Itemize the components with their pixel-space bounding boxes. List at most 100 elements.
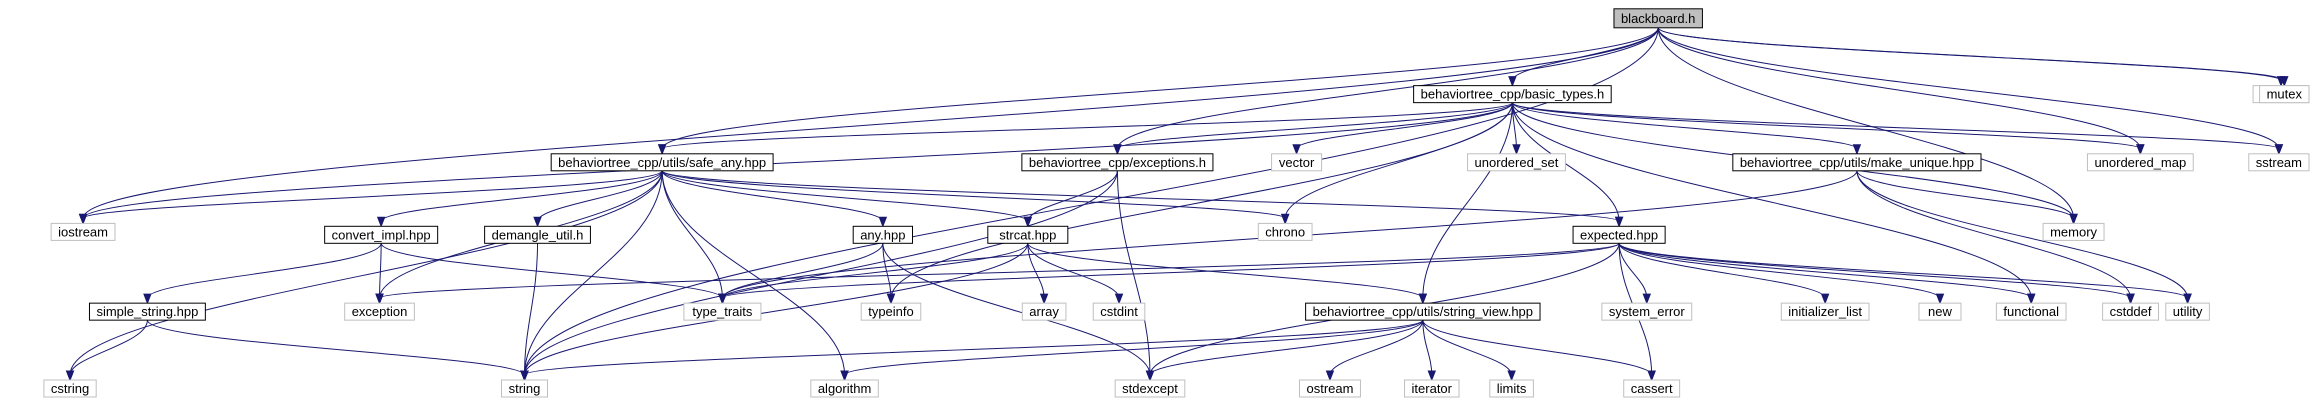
node-basic-types[interactable]: behaviortree_cpp/basic_types.h — [1413, 85, 1612, 104]
node-functional: functional — [1995, 302, 2067, 321]
edge-string_view-to-iterator — [1422, 320, 1437, 382]
node-label: behaviortree_cpp/utils/string_view.hpp — [1313, 304, 1533, 319]
node-label: expected.hpp — [1580, 227, 1658, 242]
edge-safe_any-to-expected — [661, 170, 1624, 228]
edge-safe_any-to-any — [661, 170, 888, 228]
node-label: blackboard.h — [1621, 11, 1695, 26]
node-label: limits — [1497, 381, 1527, 396]
node-memory: memory — [2042, 222, 2105, 241]
node-simple-string[interactable]: simple_string.hpp — [88, 302, 206, 321]
node-label: behaviortree_cpp/basic_types.h — [1421, 87, 1605, 102]
edge-expected-to-utility — [1618, 242, 2192, 305]
edge-basic_types-to-safe_any — [657, 102, 1513, 156]
node-system-error: system_error — [1601, 302, 1693, 321]
edge-safe_any-to-type_traits — [661, 170, 727, 305]
node-label: string — [509, 381, 541, 396]
node-exception: exception — [344, 302, 415, 321]
edge-blackboard-to-mutex — [1657, 27, 2289, 88]
edge-exceptions-to-strcat — [1023, 170, 1118, 228]
edge-basic_types-to-make_unique — [1511, 102, 1862, 156]
node-cstdint: cstdint — [1092, 302, 1146, 321]
node-label: new — [1928, 304, 1952, 319]
node-blackboard[interactable]: blackboard.h — [1613, 8, 1703, 29]
node-label: array — [1029, 304, 1059, 319]
node-ostream: ostream — [1298, 379, 1361, 398]
node-label: utility — [2173, 304, 2203, 319]
edge-simple_string-to-string — [146, 319, 529, 382]
node-vector: vector — [1271, 153, 1323, 172]
node-expected[interactable]: expected.hpp — [1572, 225, 1666, 244]
edge-convert_impl-to-type_traits — [380, 243, 727, 305]
edge-string_view-to-algorithm — [840, 319, 1424, 382]
node-demangle-util[interactable]: demangle_util.h — [484, 225, 591, 244]
node-utility: utility — [2165, 302, 2210, 321]
node-label: system_error — [1609, 304, 1686, 319]
node-label: cstring — [51, 381, 89, 396]
node-array: array — [1021, 302, 1067, 321]
edge-safe_any-to-string — [520, 170, 663, 382]
node-algorithm: algorithm — [810, 379, 879, 398]
node-unordered-set: unordered_set — [1467, 153, 1566, 172]
edge-basic_types-to-unordered_map — [1511, 102, 2145, 156]
node-label: initializer_list — [1788, 304, 1862, 319]
edge-safe_any-to-iostream — [78, 170, 663, 225]
edge-string_view-to-ostream — [1325, 320, 1424, 382]
node-convert-impl[interactable]: convert_impl.hpp — [324, 225, 439, 244]
node-label: chrono — [1265, 224, 1305, 239]
node-new: new — [1918, 302, 1962, 321]
node-cstddef: cstddef — [2102, 302, 2160, 321]
node-label: strcat.hpp — [999, 227, 1056, 242]
edge-strcat-to-string_view — [1027, 242, 1428, 305]
edge-safe_any-to-convert_impl — [376, 170, 663, 228]
node-label: iostream — [58, 224, 108, 239]
node-make-unique[interactable]: behaviortree_cpp/utils/make_unique.hpp — [1732, 153, 1982, 172]
node-label: cstdint — [1100, 304, 1138, 319]
edge-convert_impl-to-simple_string — [143, 243, 382, 305]
edge-expected-to-initializer_list — [1618, 243, 1830, 305]
node-cassert: cassert — [1623, 379, 1681, 398]
node-label: sstream — [2256, 155, 2302, 170]
node-typeinfo: typeinfo — [860, 302, 922, 321]
node-label: type_traits — [692, 304, 752, 319]
edge-basic_types-to-exceptions — [1113, 102, 1513, 156]
node-label: memory — [2050, 224, 2097, 239]
edge-blackboard-to-stdint — [1657, 27, 2286, 88]
node-string-view[interactable]: behaviortree_cpp/utils/string_view.hpp — [1305, 302, 1541, 321]
node-type-traits: type_traits — [683, 302, 762, 321]
node-exceptions[interactable]: behaviortree_cpp/exceptions.h — [1021, 153, 1214, 172]
edge-blackboard-to-string — [520, 27, 1659, 382]
node-any[interactable]: any.hpp — [852, 225, 913, 244]
node-label: iterator — [1412, 381, 1453, 396]
node-iostream: iostream — [50, 222, 116, 241]
node-mutex: mutex — [2259, 85, 2310, 104]
edge-safe_any-to-chrono — [661, 170, 1290, 225]
node-label: stdexcept — [1122, 381, 1178, 396]
edge-strcat-to-array — [1027, 243, 1049, 305]
edge-basic_types-to-functional — [1511, 102, 2036, 305]
node-cstring: cstring — [43, 379, 97, 398]
edge-expected-to-exception — [375, 242, 1620, 305]
node-label: mutex — [2267, 87, 2303, 102]
edge-make_unique-to-memory — [1856, 170, 2078, 225]
node-label: functional — [2003, 304, 2059, 319]
edge-string_view-to-cassert — [1422, 319, 1656, 382]
node-unordered-map: unordered_map — [2086, 153, 2194, 172]
node-sstream: sstream — [2248, 153, 2310, 172]
edge-basic_types-to-string_view — [1418, 102, 1513, 305]
node-strcat[interactable]: strcat.hpp — [987, 225, 1069, 244]
edge-basic_types-to-vector — [1292, 102, 1513, 156]
edge-exceptions-to-string — [520, 170, 1118, 382]
node-label: convert_impl.hpp — [332, 227, 431, 242]
node-string: string — [500, 379, 548, 398]
edge-string_view-to-stdexcept — [1145, 319, 1424, 382]
node-label: vector — [1279, 155, 1315, 170]
node-label: behaviortree_cpp/utils/make_unique.hpp — [1740, 155, 1974, 170]
node-label: cstddef — [2110, 304, 2152, 319]
edge-string_view-to-string — [520, 319, 1424, 382]
edge-simple_string-to-cstring — [65, 320, 148, 382]
edge-expected-to-new — [1618, 243, 1945, 305]
node-label: cassert — [1631, 381, 1673, 396]
node-label: unordered_map — [2094, 155, 2186, 170]
node-limits: limits — [1489, 379, 1534, 398]
node-safe-any[interactable]: behaviortree_cpp/utils/safe_any.hpp — [550, 153, 774, 172]
